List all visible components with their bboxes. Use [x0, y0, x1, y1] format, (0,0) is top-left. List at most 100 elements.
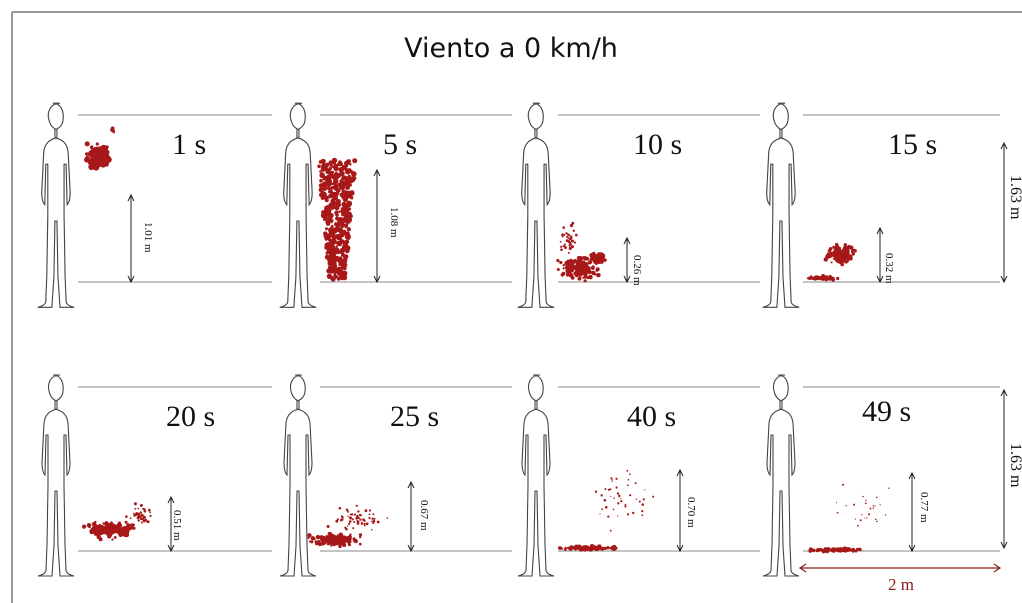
droplet — [341, 196, 345, 199]
droplet — [357, 520, 360, 523]
droplet — [326, 525, 330, 528]
cloud-height-arrow-head-bottom — [908, 544, 916, 553]
droplet — [349, 520, 352, 523]
droplet — [371, 517, 374, 520]
droplet — [335, 249, 341, 254]
droplet — [632, 511, 635, 515]
droplet — [328, 265, 332, 269]
droplet — [344, 248, 350, 254]
droplet — [868, 513, 870, 516]
height-label-1s: 1.01 m — [142, 222, 154, 253]
droplet — [353, 513, 356, 516]
droplet — [85, 155, 90, 161]
droplet — [806, 277, 810, 280]
droplet — [111, 538, 114, 541]
droplet — [828, 276, 833, 280]
droplet — [129, 517, 132, 520]
cloud-height-arrow-head-bottom — [407, 544, 415, 553]
droplet — [121, 526, 126, 531]
droplet — [874, 505, 876, 507]
droplet — [335, 210, 339, 214]
droplet — [341, 240, 345, 244]
droplet — [357, 510, 360, 513]
droplet — [332, 161, 336, 165]
droplet — [324, 237, 328, 241]
droplet — [336, 276, 341, 281]
droplet — [620, 500, 623, 503]
droplet — [340, 217, 347, 223]
droplet — [132, 526, 135, 529]
droplet — [888, 487, 890, 489]
distance-arrow-head-left — [798, 563, 807, 573]
droplet — [592, 547, 595, 550]
person-figure — [37, 374, 75, 577]
droplet — [842, 483, 845, 486]
droplet — [104, 521, 109, 526]
droplet — [351, 171, 357, 177]
droplet — [611, 545, 615, 549]
droplet — [568, 273, 574, 278]
droplet — [347, 510, 349, 513]
droplet — [109, 522, 114, 526]
droplet — [595, 260, 599, 264]
droplet — [352, 158, 358, 164]
droplet — [328, 166, 333, 171]
droplet — [820, 277, 824, 281]
droplet — [872, 505, 874, 507]
droplet — [319, 170, 322, 173]
droplet — [345, 168, 349, 172]
droplet — [138, 515, 142, 519]
time-label-15s: 15 s — [888, 128, 938, 161]
droplet — [845, 505, 847, 507]
droplet — [872, 507, 874, 509]
droplet — [346, 235, 351, 240]
droplet — [833, 246, 838, 250]
droplet — [585, 548, 588, 551]
droplet — [607, 488, 611, 491]
droplet — [591, 271, 594, 274]
droplet — [89, 145, 94, 149]
cloud-height-arrow-head-top — [876, 226, 884, 235]
total-height-arrow-bottom-head-top — [1000, 388, 1008, 397]
droplet — [143, 508, 146, 511]
cloud-height-arrow-head-bottom — [623, 275, 631, 284]
droplet — [85, 152, 89, 156]
droplet — [330, 224, 334, 228]
droplet — [570, 236, 573, 238]
droplet — [340, 518, 344, 521]
droplet — [331, 265, 335, 268]
droplet — [99, 146, 103, 150]
droplet — [321, 172, 324, 175]
droplet — [337, 536, 342, 541]
droplet — [146, 520, 149, 523]
droplet — [584, 272, 588, 276]
droplet — [125, 515, 128, 518]
droplet — [105, 531, 111, 536]
droplet — [556, 268, 560, 271]
droplet — [349, 533, 352, 536]
droplet — [345, 508, 349, 512]
droplet — [609, 495, 612, 497]
cloud-height-arrow-head-top — [167, 495, 175, 504]
droplet — [583, 546, 587, 549]
droplet — [327, 238, 331, 241]
cloud-height-arrow-head-top — [373, 168, 381, 177]
droplet — [346, 525, 349, 527]
droplet — [332, 255, 337, 260]
droplet — [644, 489, 646, 491]
droplet — [342, 266, 347, 271]
droplet — [854, 518, 856, 520]
total-height-label-bottom: 1.63 m — [1007, 443, 1022, 487]
droplet — [812, 276, 816, 280]
droplet — [338, 160, 342, 165]
droplet — [335, 192, 339, 196]
droplet — [866, 517, 868, 519]
droplet — [117, 521, 121, 525]
droplet — [571, 265, 576, 269]
droplet — [571, 239, 574, 243]
droplet — [581, 548, 585, 552]
droplet — [315, 535, 321, 540]
cloud-height-arrow-head-top — [908, 471, 916, 480]
droplet — [809, 277, 812, 280]
droplet — [575, 268, 580, 273]
